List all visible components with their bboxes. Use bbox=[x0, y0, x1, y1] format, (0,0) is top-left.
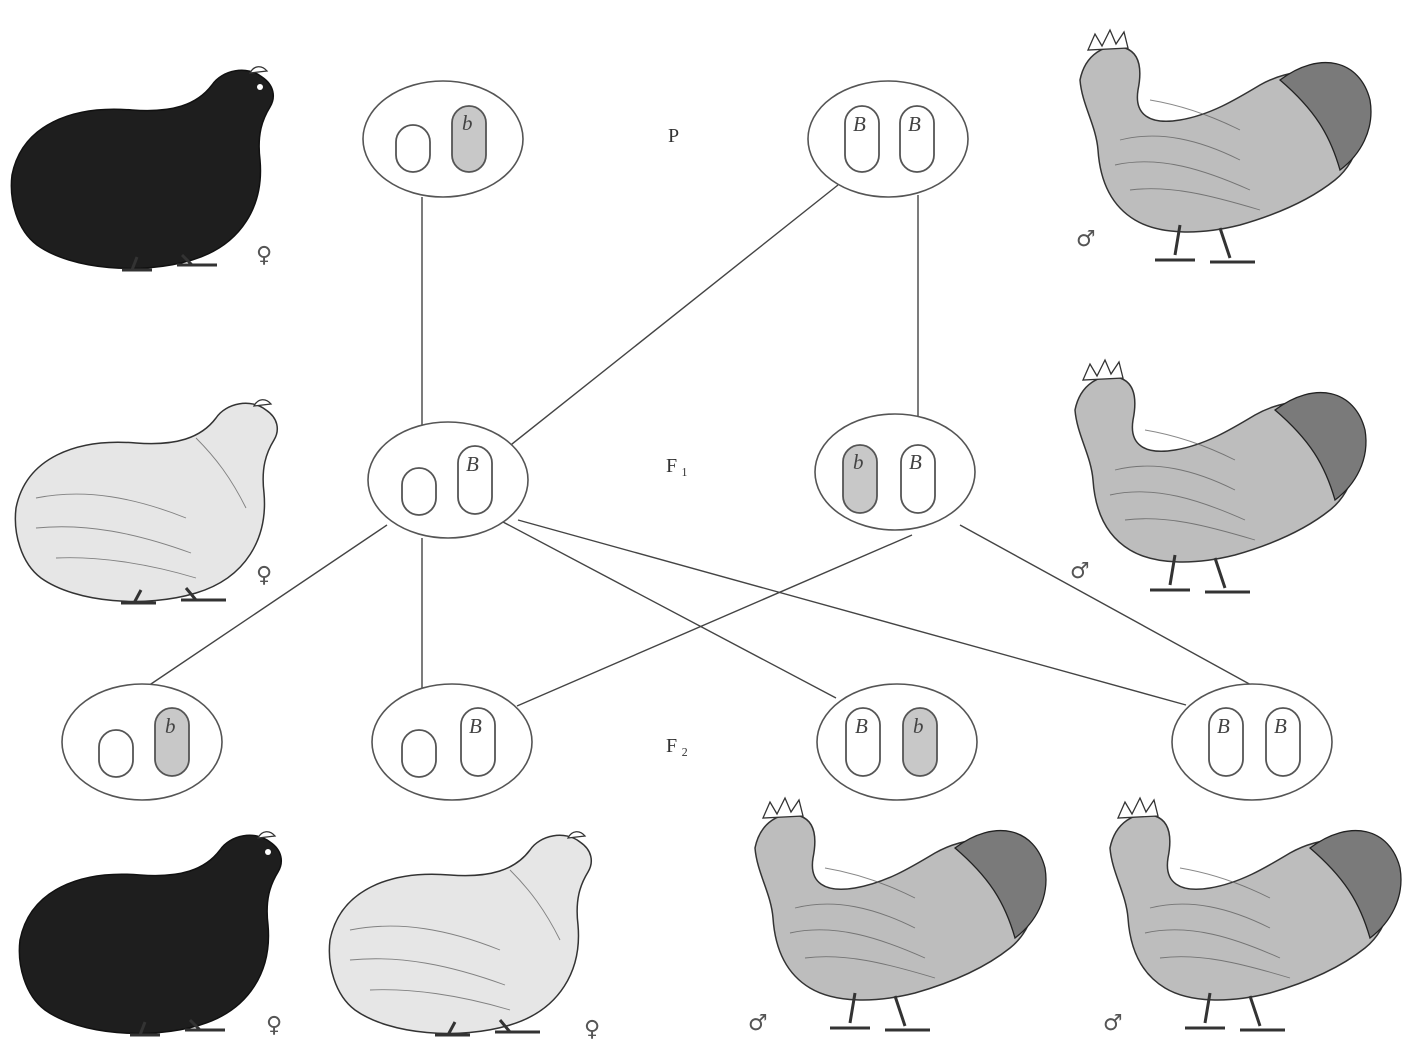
rooster-illustration-f2-4 bbox=[1110, 798, 1401, 1030]
female-symbol-f2-1: ♀ bbox=[266, 1013, 282, 1038]
allele-label: b bbox=[462, 111, 473, 135]
hen-illustration-p-female bbox=[11, 67, 273, 270]
male-symbol-f2-3: ♂ bbox=[748, 1011, 768, 1036]
female-symbol-f1: ♀ bbox=[256, 563, 272, 588]
rooster-illustration-f2-3 bbox=[755, 798, 1046, 1030]
male-symbol-f1: ♂ bbox=[1070, 559, 1090, 584]
male-symbol-p: ♂ bbox=[1076, 227, 1096, 252]
cell-f1-female: B bbox=[368, 422, 528, 538]
hen-illustration-f1-female bbox=[15, 400, 277, 603]
cell-f2-4: B B bbox=[1172, 684, 1332, 800]
cell-p-male: B B bbox=[808, 81, 968, 197]
line-p-male-to-f1-female bbox=[507, 185, 838, 448]
hen-illustration-f2-2 bbox=[329, 832, 591, 1035]
allele-label: B bbox=[469, 714, 482, 738]
allele-label-right: B bbox=[1274, 714, 1287, 738]
cell-f1-male: b B bbox=[815, 414, 975, 530]
cell-f2-1: b bbox=[62, 684, 222, 800]
allele-label-right: B bbox=[909, 450, 922, 474]
generation-label-f2: F ₂ bbox=[666, 735, 688, 757]
cell-p-female: b bbox=[363, 81, 523, 197]
chromosome-w bbox=[99, 730, 133, 777]
allele-label-left: B bbox=[855, 714, 868, 738]
rooster-illustration-f1-male bbox=[1075, 360, 1366, 592]
allele-label-left: B bbox=[1217, 714, 1230, 738]
cell-f2-2: B bbox=[372, 684, 532, 800]
male-symbol-f2-4: ♂ bbox=[1103, 1011, 1123, 1036]
hen-illustration-f2-1 bbox=[19, 832, 281, 1035]
allele-label: B bbox=[466, 452, 479, 476]
cell-f2-3: B b bbox=[817, 684, 977, 800]
chromosome-w bbox=[402, 730, 436, 777]
allele-label-left: b bbox=[853, 450, 864, 474]
female-symbol-f2-2: ♀ bbox=[584, 1017, 600, 1042]
line-f1-female-to-f2-4 bbox=[518, 520, 1186, 705]
chromosome-w bbox=[396, 125, 430, 172]
allele-label-left: B bbox=[853, 112, 866, 136]
line-f1-female-to-f2-3 bbox=[503, 522, 836, 698]
generation-label-p: P bbox=[668, 125, 679, 147]
allele-label: b bbox=[165, 714, 176, 738]
chromosome-w bbox=[402, 468, 436, 515]
female-symbol-p: ♀ bbox=[256, 243, 272, 268]
allele-label-right: b bbox=[913, 714, 924, 738]
generation-label-f1: F ₁ bbox=[666, 455, 688, 477]
rooster-illustration-p-male bbox=[1080, 30, 1371, 262]
allele-label-right: B bbox=[908, 112, 921, 136]
